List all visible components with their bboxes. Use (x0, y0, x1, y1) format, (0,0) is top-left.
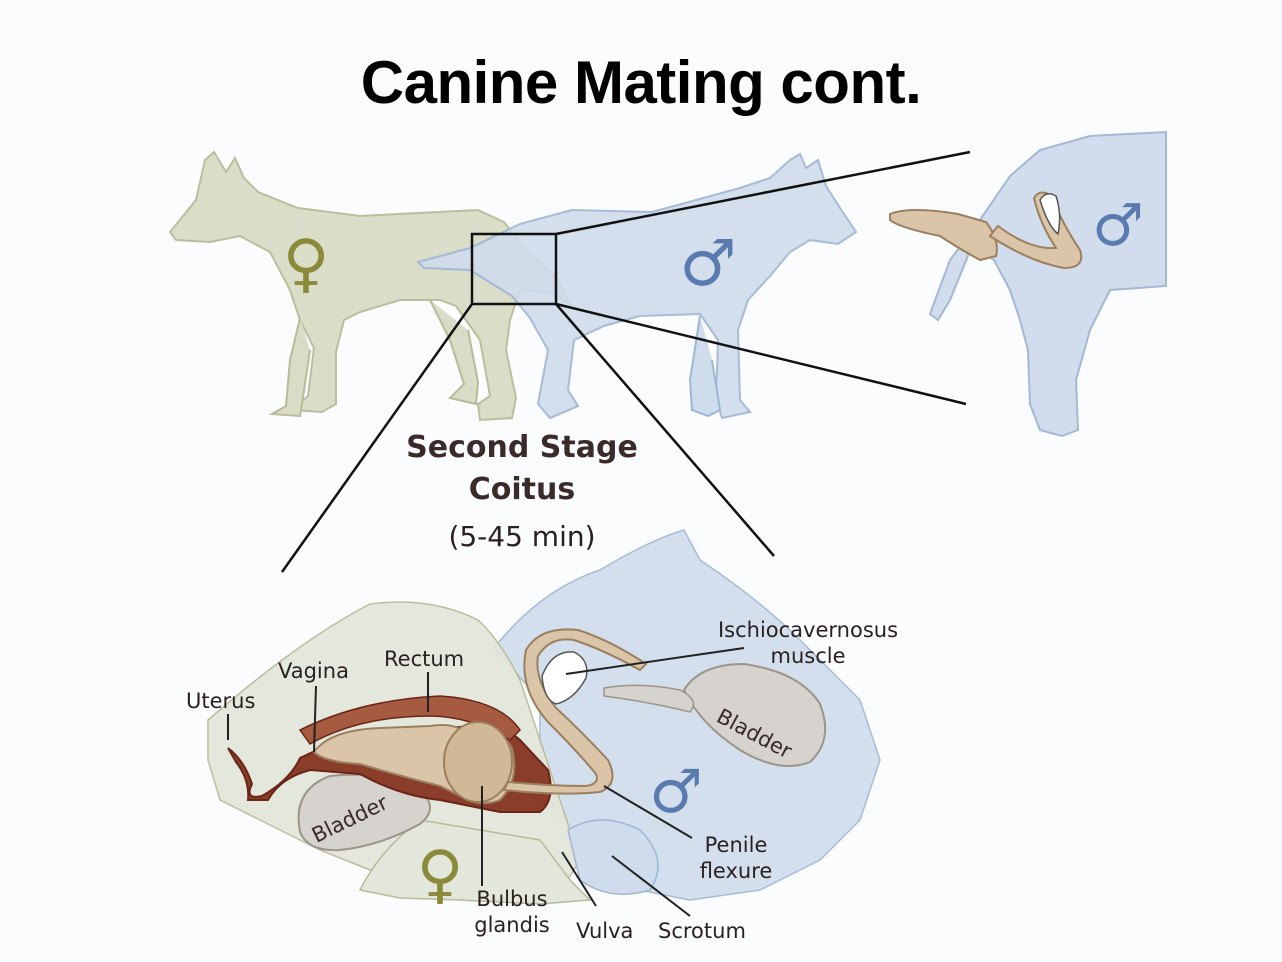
female-dog-rear-leg (429, 299, 480, 406)
label-penile-line1: Penile (704, 833, 768, 857)
male-symbol-detail: ♂ (1092, 191, 1144, 259)
leader-scrotum (611, 855, 691, 917)
male-hindquarter-detail (928, 130, 1167, 438)
male-body-region (493, 529, 881, 901)
testis-detail (1039, 193, 1061, 236)
female-bladder (297, 773, 431, 852)
zoom-line-bottom-left (280, 303, 474, 573)
leader-vagina (313, 685, 317, 753)
slide-title: Canine Mating cont. (360, 49, 922, 116)
male-symbol-bottom: ♂ (649, 757, 703, 827)
label-scrotum: Scrotum (658, 919, 746, 943)
female-dog-silhouette (168, 150, 573, 422)
stage-duration: (5-45 min) (448, 520, 596, 553)
label-penile-line2: flexure (699, 859, 773, 883)
penis-detail (889, 209, 998, 262)
stage-title-line2: Coitus (468, 472, 576, 507)
label-uterus: Uterus (186, 689, 256, 713)
zoom-line-bottom-right (555, 303, 775, 557)
female-dog-front-leg (268, 317, 311, 418)
female-symbol-top: ♀ (283, 227, 330, 301)
rectum-band (298, 695, 521, 745)
male-bladder (682, 662, 827, 767)
male-dog-silhouette (416, 152, 858, 420)
label-vagina: Vagina (278, 659, 349, 683)
label-rectum: Rectum (384, 647, 465, 671)
label-ischio-line2: muscle (770, 644, 846, 668)
stage-title-line1: Second Stage (406, 430, 638, 465)
zoom-box (470, 232, 558, 306)
label-ischio-line1: Ischiocavernosus (717, 618, 899, 642)
label-bulbus-line2: glandis (474, 913, 550, 937)
zoom-line-right-top (555, 150, 971, 236)
male-dog-leg (688, 315, 722, 418)
leader-penile (603, 785, 693, 839)
penile-flexure (502, 628, 648, 795)
male-urethra (603, 684, 695, 713)
leader-ischio (565, 647, 745, 675)
bulbus-glandis (443, 721, 513, 803)
label-vulva: Vulva (576, 919, 634, 943)
male-symbol-top: ♂ (679, 227, 736, 301)
label-bulbus-line1: Bulbus (476, 887, 548, 911)
female-symbol-bottom: ♀ (417, 838, 464, 912)
ischiocavernosus-muscle (541, 651, 588, 705)
zoom-line-right-bottom (555, 302, 967, 406)
leader-vulva (561, 851, 597, 907)
